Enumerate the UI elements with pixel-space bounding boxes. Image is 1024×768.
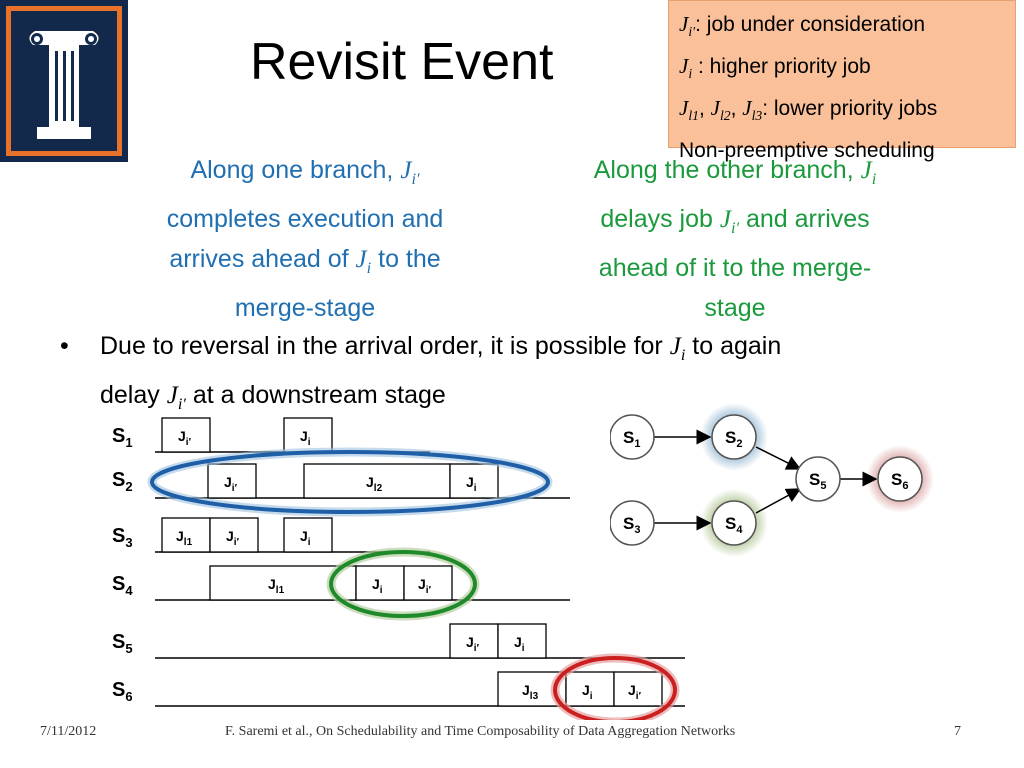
legend-symbol: Jl1 [679,96,699,124]
node-s1: S1 [610,414,655,460]
bullet-marker: • [60,332,69,360]
job-block [497,623,547,659]
job-block [449,463,499,499]
job-label: Ji [300,528,311,548]
edge-s4-s5 [755,488,802,514]
university-logo [0,0,128,162]
math-symbol: Ji′ [400,157,420,188]
slide-number: 7 [954,724,961,739]
row-label: S6 [112,679,133,704]
job-block [403,565,453,601]
job-label: Ji′ [178,428,192,448]
svg-text:S5: S5 [809,470,826,492]
job-block [613,671,663,707]
highlight-ellipse-s2 [150,450,550,514]
job-block [161,417,211,453]
math-symbol: Ji [355,246,372,277]
logo-inner [11,11,117,151]
highlight-ellipse-s6 [553,656,677,720]
row-label: S5 [112,631,133,656]
timeline-row-s5: S5 Ji′ Ji [112,623,685,659]
job-label: Jl1 [176,528,193,548]
node-s3: S3 [610,500,655,546]
legend-row-lower-priority: Jl1, Jl2, Jl3: lower priority jobs [679,96,938,124]
legend-row-higher-priority: Ji : higher priority job [679,54,871,82]
job-block [207,463,257,499]
legend-row-scheduling: Non-preemptive scheduling [679,138,935,162]
timeline-row-s4: S4 Jl1 Ji Ji′ [112,547,570,621]
row-label: S3 [112,525,133,550]
svg-text:S4: S4 [725,514,743,536]
job-block [161,517,211,553]
footer-date: 7/11/2012 [40,724,97,739]
bullet-text: Due to reversal in the arrival order, it… [100,332,782,413]
legend-symbol: Jl3 [742,96,763,124]
job-label: Ji′ [418,576,432,596]
footer-citation: F. Saremi et al., On Schedulability and … [225,724,736,739]
edge-s2-s5 [755,446,802,470]
job-block [209,517,259,553]
svg-text:S6: S6 [891,470,908,492]
timeline-row-s6: S6 Jl3 Ji Ji′ [112,653,685,720]
row-label: S4 [112,573,133,598]
job-label: Ji′ [628,682,642,702]
job-label: Ji′ [226,528,240,548]
highlight-ellipse-s4 [329,550,477,618]
legend-symbol: Ji′ [679,12,696,40]
math-symbol: Ji′ [719,206,740,237]
legend-symbol: Ji [679,54,693,82]
branch-right-text: Along the other branch, Ji delays job Ji… [593,156,877,322]
job-label: Ji′ [466,634,480,654]
schedule-timeline-diagram: S1 Ji′ Ji S2 Ji′ Jl2 Ji S3 Jl1 Ji′ Ji S4… [112,417,685,720]
legend-symbol: Jl2 [710,96,731,124]
timeline-row-s3: S3 Jl1 Ji′ Ji [112,517,430,553]
node-s2: S2 [711,414,757,460]
timeline-row-s1: S1 Ji′ Ji [112,417,430,453]
job-label: Ji [466,474,477,494]
slide-title: Revisit Event [250,33,554,91]
job-label: Ji [582,682,593,702]
node-s4: S4 [711,500,757,546]
timeline-row-s2: S2 Ji′ Jl2 Ji [112,447,570,517]
math-symbol: Ji′ [166,382,186,413]
job-block [303,463,451,499]
legend-row-job-under-consideration: Ji′: job under consideration [679,12,926,40]
node-s5: S5 [795,456,841,502]
job-label: Jl2 [366,474,383,494]
svg-text:S2: S2 [725,428,742,450]
svg-text:S3: S3 [623,514,640,536]
row-label: S2 [112,469,133,494]
notation-legend: Ji′: job under consideration Ji : higher… [668,0,1016,162]
job-label: Ji [300,428,311,448]
math-symbol: Ji [860,157,877,188]
column-icon [29,31,99,139]
job-label: Ji [372,576,383,596]
job-label: Ji [514,634,525,654]
row-label: S1 [112,425,133,450]
job-label: Ji′ [224,474,238,494]
math-symbol: Ji [669,333,686,364]
svg-text:S1: S1 [623,428,640,450]
network-graph-diagram: S1 S2 S3 S4 S5 S6 [610,403,934,557]
job-label: Jl3 [522,682,539,702]
job-label: Jl1 [268,576,285,596]
node-s6: S6 [877,456,923,502]
job-block [283,517,333,553]
branch-left-text: Along one branch, Ji′ completes executio… [166,156,444,322]
job-block [355,565,405,601]
